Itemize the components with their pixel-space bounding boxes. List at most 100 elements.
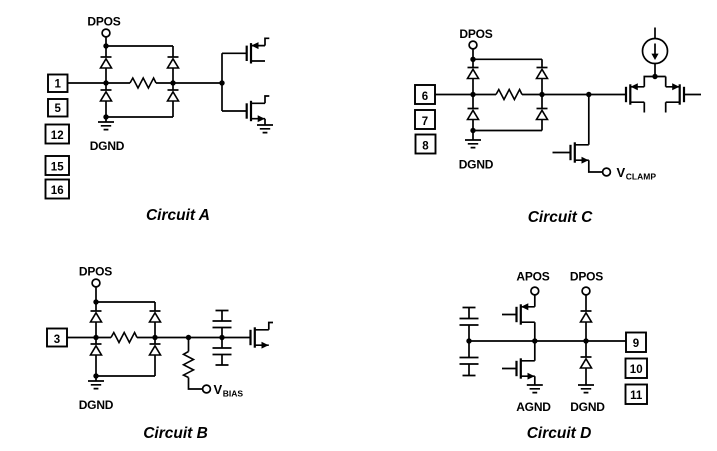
vbias-label: V: [214, 382, 223, 397]
vbias-terminal: [201, 384, 212, 394]
node-dot: [103, 43, 109, 49]
capacitor-symbol: [458, 356, 480, 365]
node-dot: [470, 127, 476, 134]
ground-symbol: [464, 139, 482, 149]
pin-box-11: 11: [624, 383, 648, 405]
pin-number: 9: [633, 338, 639, 350]
pin-number: 11: [630, 390, 643, 402]
ground-symbol: [87, 380, 105, 390]
ground-symbol: [97, 121, 115, 131]
pin-number: 15: [51, 161, 64, 173]
pin-number: 12: [51, 130, 64, 142]
pin-box-7: 7: [414, 109, 436, 130]
circuit-d-wires: [462, 295, 626, 385]
node-dot: [219, 80, 225, 86]
pin-number: 5: [54, 103, 61, 115]
pin-box-6: 6: [414, 84, 436, 105]
diode-symbol: [89, 310, 103, 323]
pin-number: 7: [422, 116, 428, 128]
pin-box-16: 16: [44, 178, 70, 200]
diode-symbol: [466, 107, 480, 121]
node-dot: [93, 299, 99, 305]
node-dot: [470, 56, 476, 62]
nmos-transistor-symbol: [515, 357, 536, 381]
circuit-d-title: Circuit D: [527, 425, 592, 442]
diode-symbol: [535, 66, 549, 80]
dgnd-label: DGND: [90, 139, 125, 153]
diode-symbol: [579, 310, 593, 323]
diode-symbol: [89, 343, 103, 356]
capacitor-symbol: [458, 317, 480, 326]
circuit-b: DPOS DGND V BIAS 3 Circuit B: [46, 265, 273, 442]
circuit-a-wires: [67, 37, 270, 125]
nmos-transistor-symbol: [249, 326, 270, 350]
circuit-c: DPOS DGND V CLAMP 6 7 8 Circuit C: [414, 27, 701, 226]
node-dot: [103, 80, 109, 86]
pmos-transistor-symbol: [664, 82, 686, 106]
pin-number: 16: [51, 185, 64, 197]
current-source-symbol: [641, 37, 669, 65]
pin-number: 3: [54, 334, 60, 346]
node-dot: [470, 91, 476, 98]
pin-number: 10: [630, 364, 643, 376]
vclamp-subscript: CLAMP: [626, 172, 657, 182]
dpos-label: DPOS: [459, 27, 492, 41]
ground-symbol: [577, 384, 595, 394]
capacitor-symbol: [211, 320, 233, 329]
supply-terminal: [101, 28, 111, 38]
pin-box-5: 5: [47, 98, 69, 118]
dgnd-label: DGND: [570, 400, 605, 414]
vclamp-terminal: [601, 167, 612, 177]
apos-terminal: [530, 286, 540, 296]
pmos-transistor-symbol: [515, 302, 536, 326]
node-dot: [103, 114, 109, 120]
pin-box-9: 9: [625, 331, 647, 353]
vbias-subscript: BIAS: [223, 389, 244, 399]
pin-box-15: 15: [44, 155, 70, 176]
bias-resistor-symbol: [182, 350, 195, 379]
dpos-label: DPOS: [87, 15, 120, 29]
node-dot: [219, 334, 225, 341]
dgnd-label: DGND: [79, 398, 114, 412]
pin-box-1: 1: [47, 73, 69, 93]
node-dot: [93, 334, 99, 341]
diode-symbol: [535, 107, 549, 121]
circuit-a: DPOS DGND 1 5 12 15 16 Circuit A: [44, 15, 274, 224]
pin-number: 6: [422, 91, 428, 103]
ground-symbol: [525, 384, 544, 394]
pin-box-3: 3: [46, 327, 68, 348]
circuit-c-wires: [435, 27, 701, 173]
dpos-label: DPOS: [79, 265, 112, 279]
dpos-label: DPOS: [570, 270, 603, 284]
supply-terminal: [91, 278, 101, 288]
agnd-label: AGND: [516, 400, 551, 414]
apos-label: APOS: [516, 270, 549, 284]
node-dot: [93, 373, 99, 379]
clamp-nmos-transistor-symbol: [569, 141, 590, 165]
node-dot: [583, 338, 589, 344]
diode-symbol: [148, 343, 162, 356]
circuit-c-title: Circuit C: [528, 209, 593, 226]
diode-symbol: [99, 89, 113, 102]
diode-symbol: [166, 89, 180, 102]
circuit-a-title: Circuit A: [146, 207, 210, 224]
pin-box-8: 8: [414, 133, 437, 155]
ground-symbol: [256, 124, 274, 134]
pmos-transistor-symbol: [245, 40, 267, 65]
pin-number: 1: [54, 79, 61, 91]
pin-box-10: 10: [624, 357, 648, 379]
pmos-transistor-symbol: [624, 82, 646, 106]
pin-box-12: 12: [44, 123, 70, 145]
series-resistor-symbol: [495, 88, 523, 101]
dpos-terminal: [581, 286, 591, 296]
node-dot: [152, 334, 158, 341]
circuit-d: APOS DPOS AGND DGND 9 10 11 Circuit D: [458, 270, 648, 442]
node-dot: [652, 73, 658, 80]
diode-symbol: [166, 56, 180, 69]
nmos-transistor-symbol: [245, 99, 267, 124]
diode-symbol: [99, 56, 113, 69]
capacitor-symbol: [211, 347, 233, 356]
supply-terminal: [468, 40, 478, 50]
diode-symbol: [148, 310, 162, 323]
